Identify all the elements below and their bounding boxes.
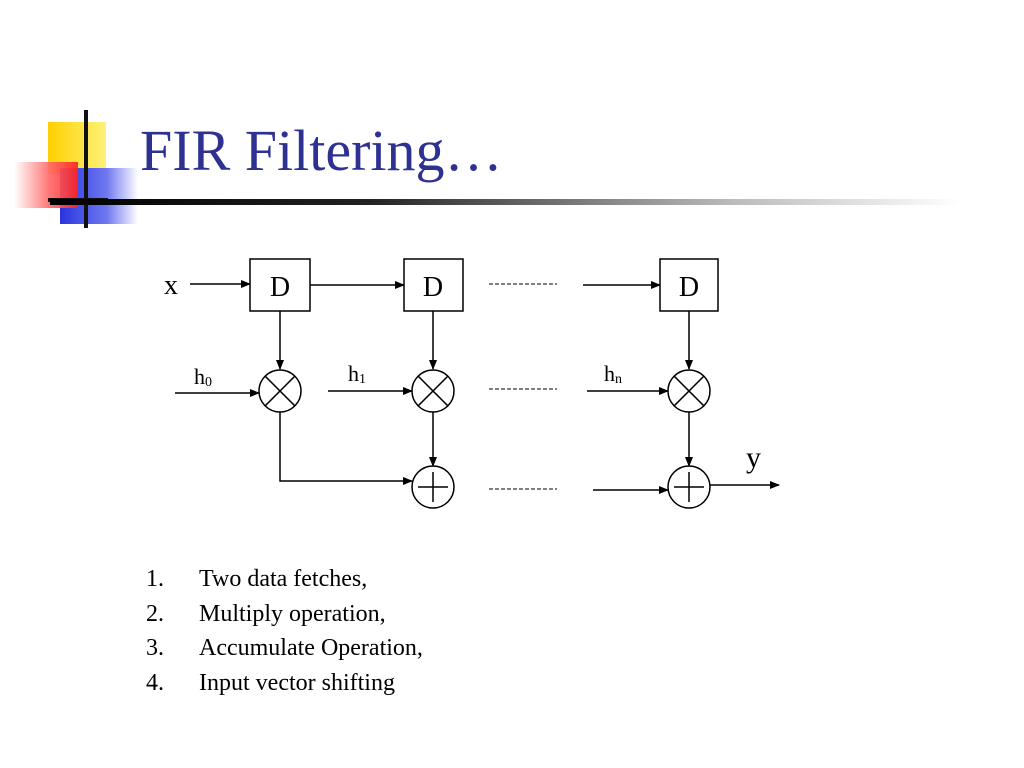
list-item-text: Accumulate Operation,	[199, 635, 423, 661]
adder-1	[411, 465, 455, 509]
list-item-number: 3.	[146, 635, 164, 661]
list-item: 2. Multiply operation,	[146, 597, 423, 632]
output-label: y	[746, 441, 761, 474]
delay-label-3: D	[679, 272, 699, 303]
list-item-text: Multiply operation,	[199, 600, 386, 627]
coefficient-label-0: h0	[194, 364, 212, 390]
list-item-text: Two data fetches,	[199, 566, 368, 592]
multiplier-1	[258, 369, 302, 413]
list-item-number: 1.	[146, 566, 164, 592]
multiplier-3	[667, 369, 711, 413]
list-item-text: Input vector shifting	[199, 669, 395, 696]
delay-block-3	[659, 258, 719, 312]
list-item: 3. Accumulate Operation,	[146, 631, 423, 666]
steps-list: 1. Two data fetches, 2. Multiply operation…	[146, 562, 423, 700]
delay-label-2: D	[423, 272, 443, 303]
title-underline	[50, 199, 960, 205]
logo-vertical-bar	[84, 110, 88, 228]
list-item-number: 2.	[146, 600, 164, 627]
product-path-1	[279, 412, 413, 485]
adder-2	[667, 465, 711, 509]
slide-logo	[14, 110, 138, 228]
delay-label-1: D	[270, 272, 290, 303]
list-item-number: 4.	[146, 669, 164, 696]
coefficient-label-n: hn	[604, 361, 622, 387]
page-title: FIR Filtering…	[140, 118, 503, 183]
coefficient-label-1: h1	[348, 361, 366, 387]
input-label: x	[164, 270, 178, 301]
list-item: 1. Two data fetches,	[146, 562, 423, 597]
multiplier-2	[411, 369, 455, 413]
list-item: 4. Input vector shifting	[146, 666, 423, 701]
